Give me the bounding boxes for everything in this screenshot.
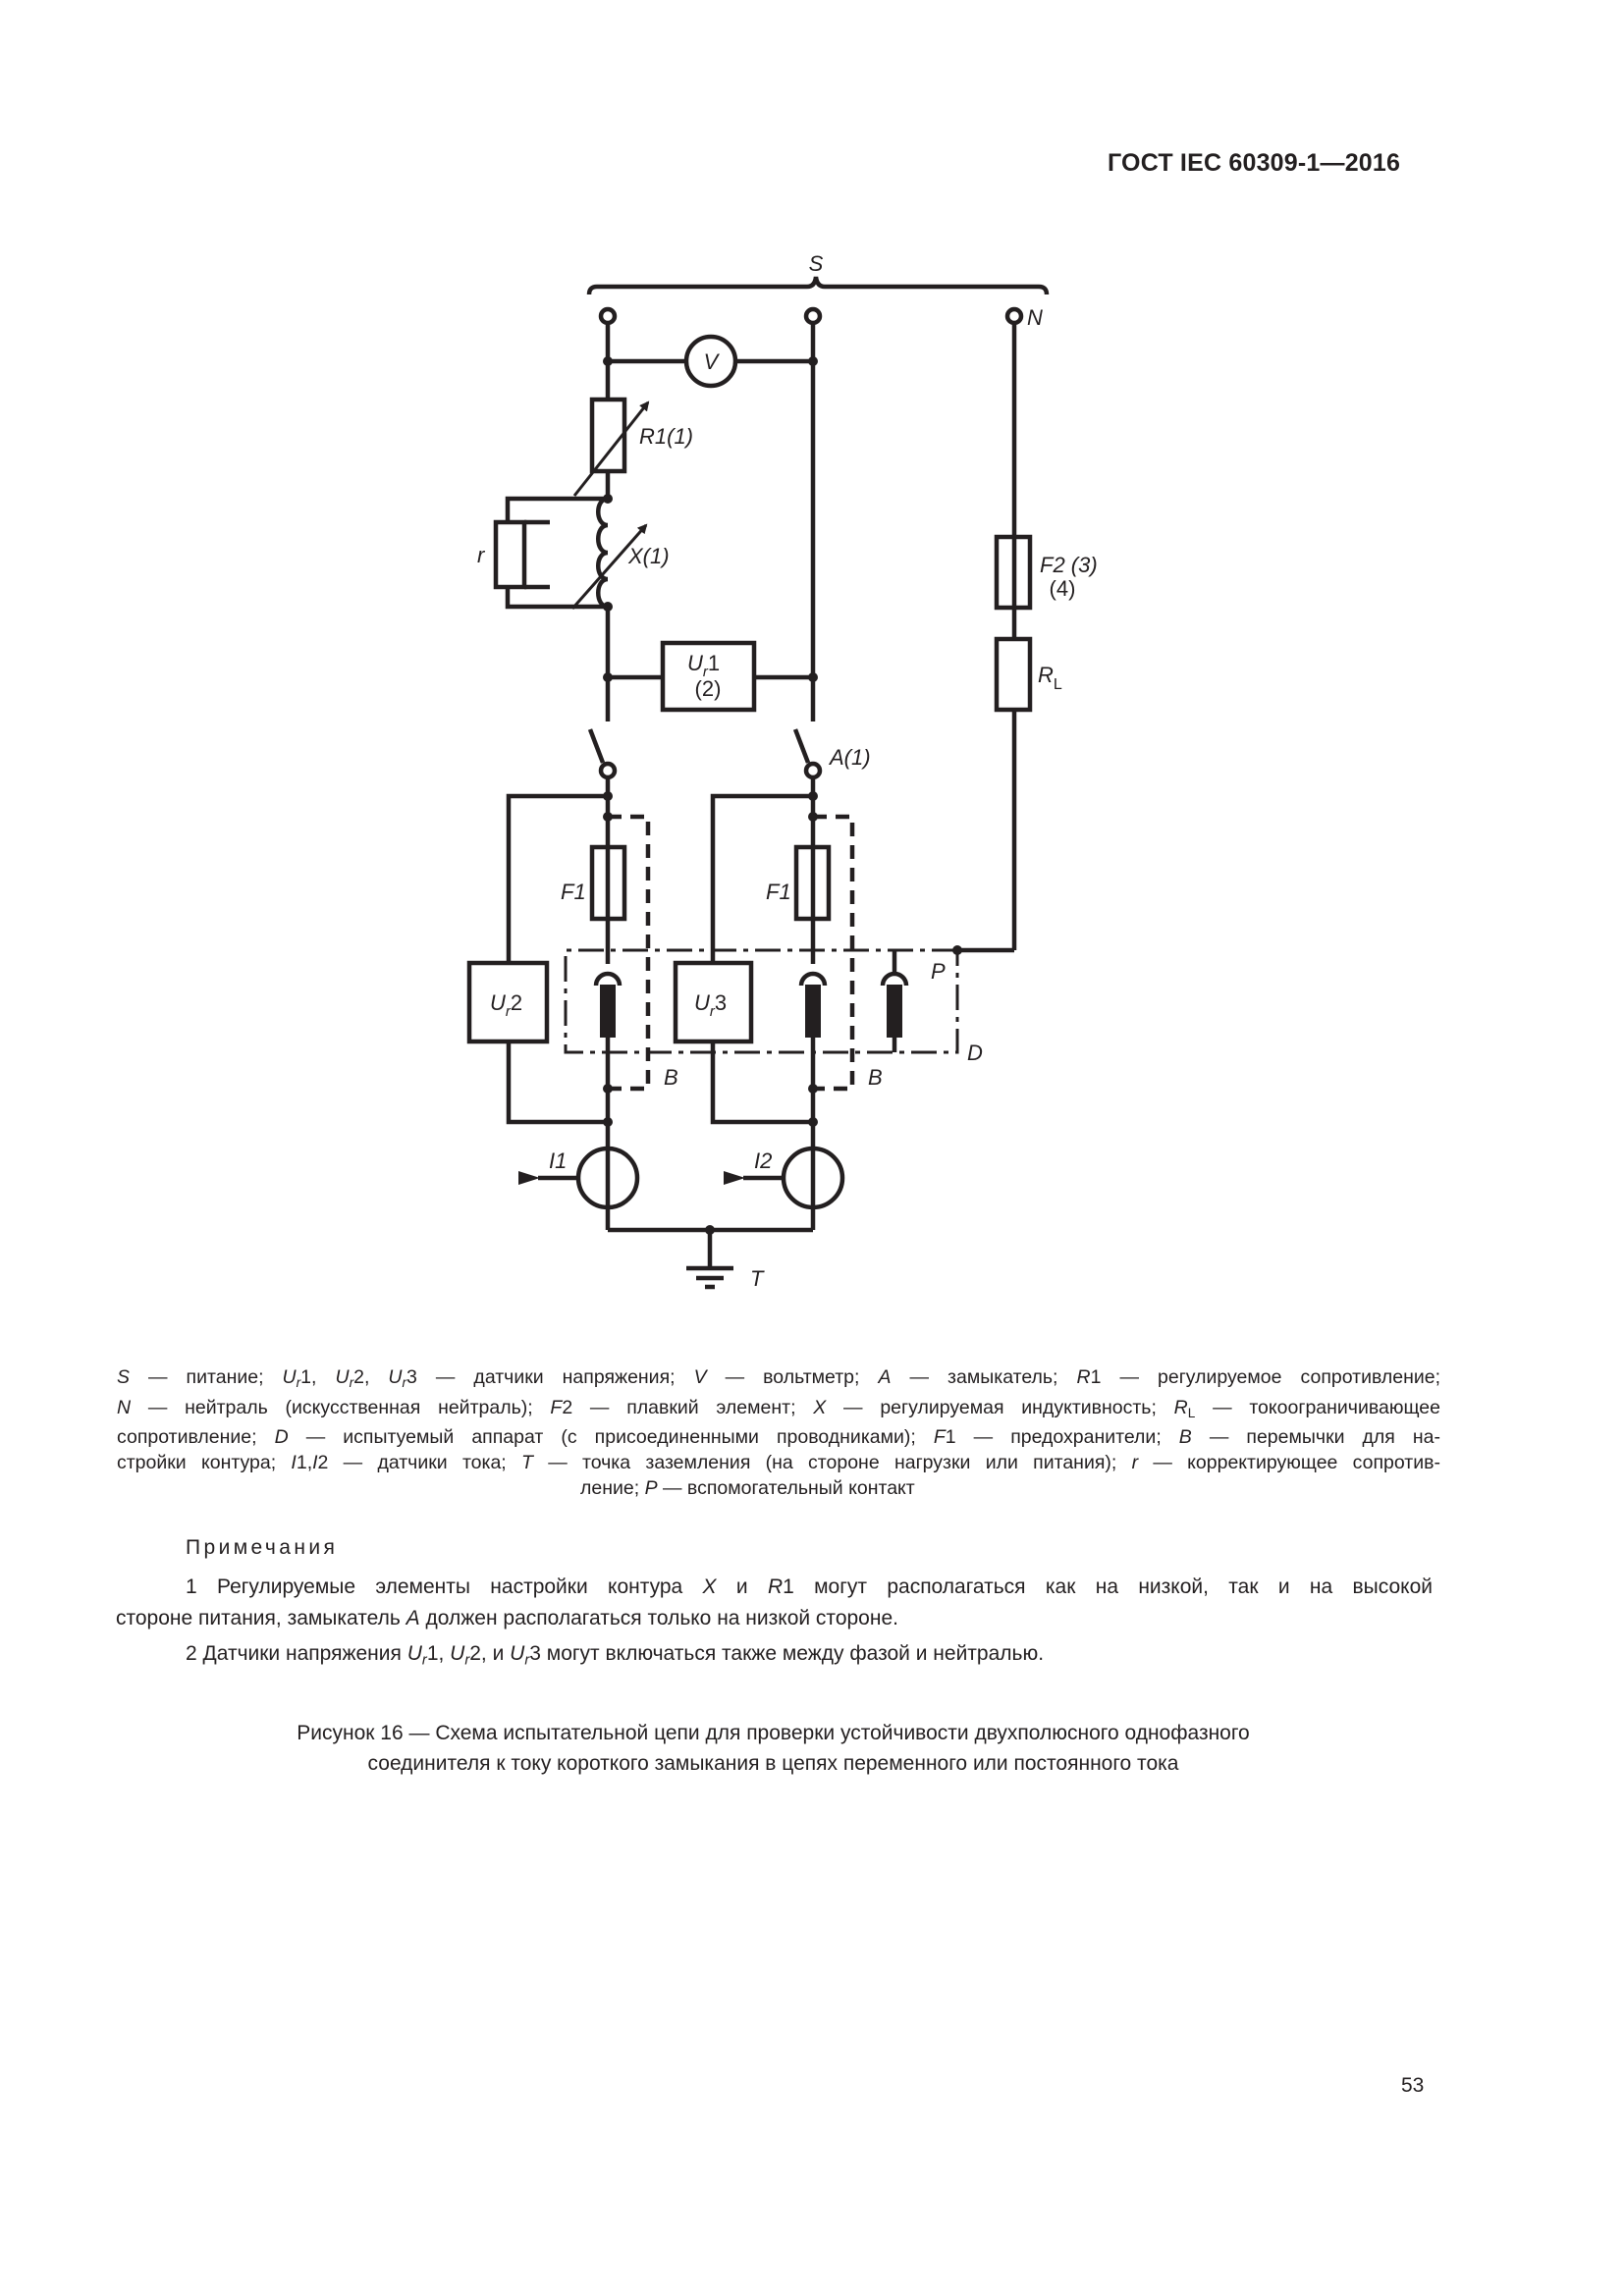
ur1-label-note: (2) — [695, 676, 722, 701]
fuse-f1-right-label: F1 — [766, 880, 791, 904]
make-switch-label: A(1) — [828, 745, 871, 770]
ur3-label: Ur3 — [694, 990, 727, 1020]
device-under-test-d — [564, 948, 959, 1054]
neutral-terminal — [1004, 306, 1024, 326]
voltmeter-label: V — [704, 349, 721, 374]
supply-brace — [586, 276, 1050, 295]
bridge-left-label: B — [664, 1065, 678, 1090]
r1-label: R1(1) — [639, 424, 693, 449]
correcting-resistor-label: r — [477, 543, 486, 567]
inductance-x — [596, 496, 609, 610]
notes-title: Примечания — [186, 1536, 339, 1559]
figure-caption-line-1: Рисунок 16 — Схема испытательной цепи дл… — [297, 1722, 1250, 1744]
ur2-label: Ur2 — [490, 990, 522, 1020]
legend-line-1: S — питание; Ur1, Ur2, Ur3 — датчики нап… — [117, 1366, 1441, 1391]
f2-label: F2 (3) — [1040, 553, 1098, 577]
figure-caption: Рисунок 16 — Схема испытательной цепи дл… — [147, 1718, 1399, 1779]
legend-line-3: сопротивление; D — испытуемый аппарат (с… — [117, 1426, 1440, 1449]
legend-line-2: N — нейтраль (искусственная нейтраль); F… — [117, 1396, 1440, 1420]
figure-caption-line-2: соединителя к току короткого замыкания в… — [367, 1752, 1179, 1775]
make-switch-right — [792, 728, 811, 764]
voltage-sensor-ur2 — [466, 960, 550, 1044]
aux-contact-label: P — [931, 959, 946, 984]
legend-line-5: ление; P — вспомогательный контакт — [580, 1476, 915, 1499]
device-under-test-label: D — [967, 1041, 983, 1065]
supply-label: S — [809, 251, 824, 276]
aux-contact-p — [880, 971, 909, 987]
legend-line-4: стройки контура; I1,I2 — датчики тока; T… — [117, 1451, 1440, 1473]
bridge-b-left — [608, 814, 651, 1092]
document-header-standard-id: ГОСТ IEC 60309-1—2016 — [1108, 149, 1401, 177]
neutral-label: N — [1027, 305, 1043, 330]
page-number: 53 — [1401, 2074, 1425, 2097]
ur1-label-u: Ur1 — [687, 651, 720, 680]
current-limiting-resistor-rl — [994, 636, 1033, 713]
contact-right — [798, 971, 828, 987]
r1-resistor — [589, 397, 627, 474]
make-switch-left — [587, 728, 606, 764]
supply-terminal-left — [598, 306, 618, 326]
rl-label: RL — [1038, 663, 1062, 693]
earth-point-label: T — [750, 1266, 765, 1291]
supply-terminal-middle — [803, 306, 823, 326]
current-sensor-i2-label: I2 — [754, 1148, 772, 1173]
contact-left — [593, 971, 623, 987]
correcting-resistor-r — [493, 519, 527, 590]
fuse-f1-left-label: F1 — [561, 880, 586, 904]
voltage-sensor-ur3 — [673, 960, 754, 1044]
bridge-right-label: B — [868, 1065, 883, 1090]
current-sensor-i1-label: I1 — [549, 1148, 567, 1173]
test-circuit-diagram: S N V R1(1) X(1) r Ur1 (2) F2 (3) (4) RL… — [466, 251, 1098, 1291]
note-1-line-1: 1 Регулируемые элементы настройки контур… — [186, 1575, 1433, 1598]
figure-legend: S — питание; Ur1, Ur2, Ur3 — датчики нап… — [117, 1365, 1440, 1501]
note-1-line-2: стороне питания, замыкатель A должен рас… — [116, 1607, 898, 1629]
bridge-b-right — [813, 814, 855, 1092]
note-2: 2 Датчики напряжения Ur1, Ur2, и Ur3 мог… — [186, 1642, 1045, 1669]
inductance-label: X(1) — [627, 544, 670, 568]
f2-label-note: (4) — [1050, 576, 1076, 601]
